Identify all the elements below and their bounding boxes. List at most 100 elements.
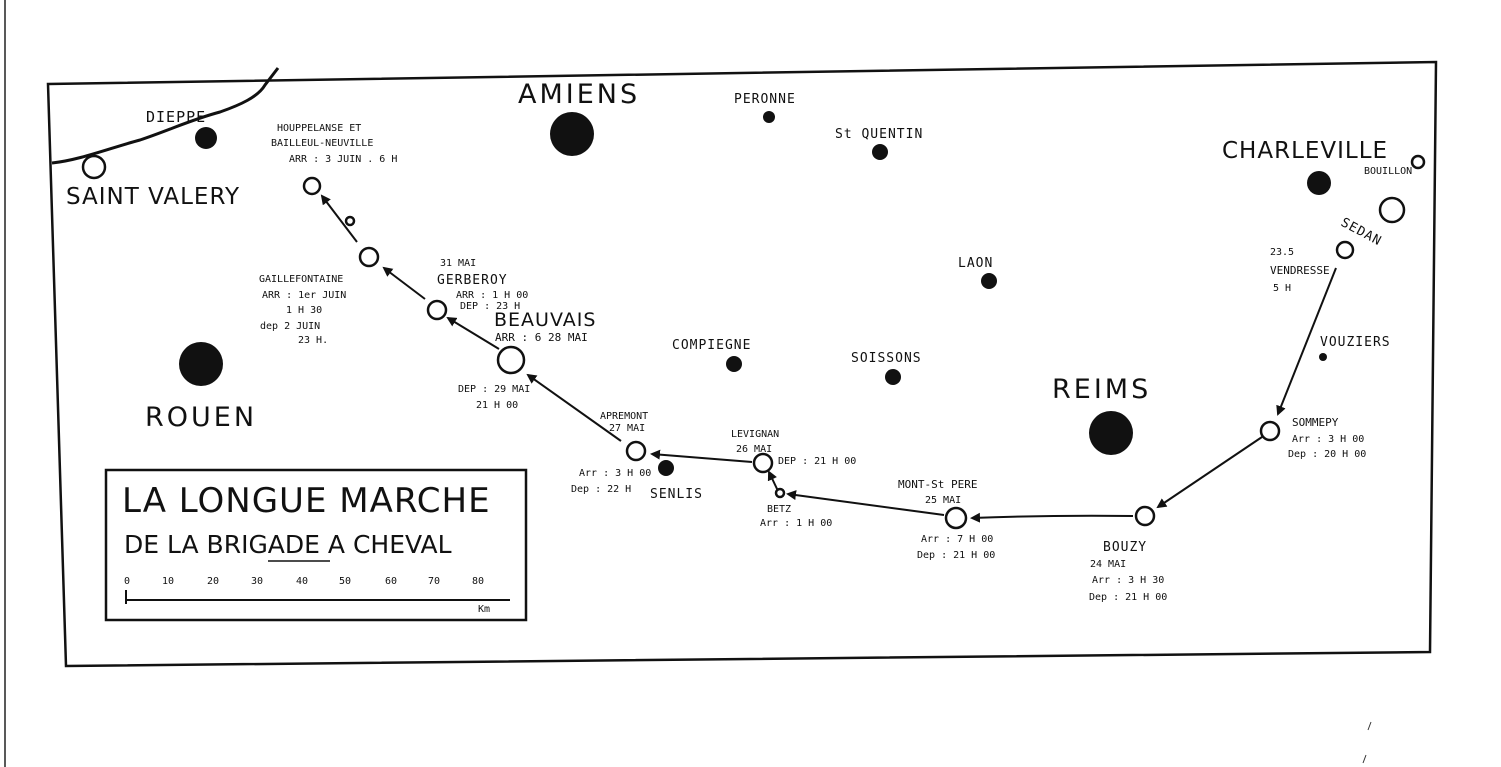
vendresse-time: 5 H xyxy=(1273,283,1291,294)
rouen-label: ROUEN xyxy=(145,402,257,433)
small-waypoint-marker xyxy=(344,215,356,227)
compiegne-label: COMPIEGNE xyxy=(672,338,751,353)
route-lines xyxy=(320,194,1337,523)
amiens-marker xyxy=(550,112,594,156)
gerberoy-date: 31 MAI xyxy=(440,258,476,269)
vendresse-name: VENDRESSE xyxy=(1270,264,1330,277)
scale-tick-10: 10 xyxy=(162,576,174,587)
levignan-marker xyxy=(752,452,774,474)
charleville-label: CHARLEVILLE xyxy=(1222,138,1388,164)
gerberoy-dep: DEP : 23 H xyxy=(460,301,520,312)
soissons-marker xyxy=(885,369,901,385)
sommepy-marker xyxy=(1259,420,1281,442)
peronne-label: PERONNE xyxy=(734,92,796,107)
hou-time: ARR : 3 JUIN . 6 H xyxy=(289,154,397,165)
apremont-date: 27 MAI xyxy=(609,423,645,434)
levignan-date: 26 MAI xyxy=(736,444,772,455)
beauvais-dep1: DEP : 29 MAI xyxy=(458,384,530,395)
scale-unit: Km xyxy=(478,604,490,615)
charleville-marker xyxy=(1307,171,1331,195)
betz-name: BETZ xyxy=(767,504,791,515)
compiegne-marker xyxy=(726,356,742,372)
gaillefontaine-arr2: 1 H 30 xyxy=(286,305,322,316)
bouillon-label: BOUILLON xyxy=(1364,166,1412,177)
senlis-marker xyxy=(658,460,674,476)
beauvais-arr: ARR : 6 28 MAI xyxy=(495,331,588,344)
mont-st-pere-arr: Arr : 7 H 00 xyxy=(921,534,993,545)
laon-marker xyxy=(981,273,997,289)
map-title-line1: LA LONGUE MARCHE xyxy=(122,481,491,521)
gaillefontaine-marker xyxy=(358,246,380,268)
scale-tick-60: 60 xyxy=(385,576,397,587)
scan-speck xyxy=(1367,721,1372,731)
mont-st-pere-date: 25 MAI xyxy=(925,495,961,506)
laon-label: LAON xyxy=(958,256,993,271)
betz-arr: Arr : 1 H 00 xyxy=(760,518,832,529)
betz-marker xyxy=(774,487,786,499)
scan-speck-2 xyxy=(1362,754,1367,764)
peronne-marker xyxy=(763,111,775,123)
route-gaillefontaine-hou xyxy=(320,194,358,243)
scale-tick-30: 30 xyxy=(251,576,263,587)
vendresse-marker xyxy=(1335,240,1355,260)
gaillefontaine-dep2: 23 H. xyxy=(298,335,328,346)
vendresse-date: 23.5 xyxy=(1270,247,1294,258)
route-apremont-beauvais xyxy=(526,373,622,442)
gaillefontaine-name: GAILLEFONTAINE xyxy=(259,274,343,285)
vouziers-label: VOUZIERS xyxy=(1320,335,1391,350)
bouzy-dep: Dep : 21 H 00 xyxy=(1089,592,1167,603)
gerberoy-marker xyxy=(426,299,448,321)
legend-box: LA LONGUE MARCHE DE LA BRIGADE A CHEVAL … xyxy=(104,468,528,622)
route-gerberoy-gaillefontaine xyxy=(382,266,426,300)
st-quentin-label: St QUENTIN xyxy=(835,127,923,142)
mont-st-pere-name: MONT-St PERE xyxy=(898,478,977,491)
hou-marker xyxy=(302,176,322,196)
gaillefontaine-arr1: ARR : 1er JUIN xyxy=(262,290,346,301)
saint-valery-label: SAINT VALERY xyxy=(66,184,240,210)
apremont-marker xyxy=(625,440,647,462)
legend-frame xyxy=(104,468,528,622)
coastline xyxy=(51,67,280,165)
route-sommepy-bouzy xyxy=(1156,436,1263,509)
route-vendresse-sommepy xyxy=(1276,267,1337,416)
gerberoy-name: GERBEROY xyxy=(437,273,508,288)
scale-tick-80: 80 xyxy=(472,576,484,587)
route-bouzy-montstpere xyxy=(970,512,1134,523)
route-montstpere-betz xyxy=(786,490,945,516)
bouzy-arr: Arr : 3 H 30 xyxy=(1092,575,1164,586)
scale-tick-70: 70 xyxy=(428,576,440,587)
sommepy-dep: Dep : 20 H 00 xyxy=(1288,449,1366,460)
bouzy-name: BOUZY xyxy=(1103,540,1147,555)
sedan-marker xyxy=(1378,196,1406,224)
dieppe-marker xyxy=(195,127,217,149)
mont-st-pere-dep: Dep : 21 H 00 xyxy=(917,550,995,561)
scale-tick-0: 0 xyxy=(124,576,130,587)
beauvais-dep2: 21 H 00 xyxy=(476,400,518,411)
gerberoy-arr: ARR : 1 H 00 xyxy=(456,290,528,301)
bouzy-date: 24 MAI xyxy=(1090,559,1126,570)
vouziers-marker xyxy=(1319,353,1327,361)
saint-valery-marker xyxy=(81,154,107,180)
dieppe-label: DIEPPE xyxy=(146,108,206,126)
hou-name-line1: HOUPPELANSE ET xyxy=(277,123,361,134)
soissons-label: SOISSONS xyxy=(851,351,922,366)
route-beauvais-gerberoy xyxy=(446,316,500,350)
scale-tick-20: 20 xyxy=(207,576,219,587)
sommepy-name: SOMMEPY xyxy=(1292,416,1339,429)
apremont-arr: Arr : 3 H 00 xyxy=(579,468,651,479)
beauvais-name: BEAUVAIS xyxy=(494,309,596,331)
apremont-dep: Dep : 22 H xyxy=(571,484,631,495)
hou-name-line2: BAILLEUL-NEUVILLE xyxy=(271,138,373,149)
route-levignan-apremont xyxy=(650,449,753,463)
map-title-line2: DE LA BRIGADE A CHEVAL xyxy=(124,530,452,559)
map-frame xyxy=(46,60,1438,668)
reims-marker xyxy=(1089,411,1133,455)
levignan-name: LEVIGNAN xyxy=(731,429,779,440)
bouzy-marker xyxy=(1134,505,1156,527)
levignan-dep: DEP : 21 H 00 xyxy=(778,456,856,467)
rouen-marker xyxy=(179,342,223,386)
beauvais-marker xyxy=(496,345,526,375)
scale-tick-50: 50 xyxy=(339,576,351,587)
route-betz-levignan xyxy=(767,470,779,492)
